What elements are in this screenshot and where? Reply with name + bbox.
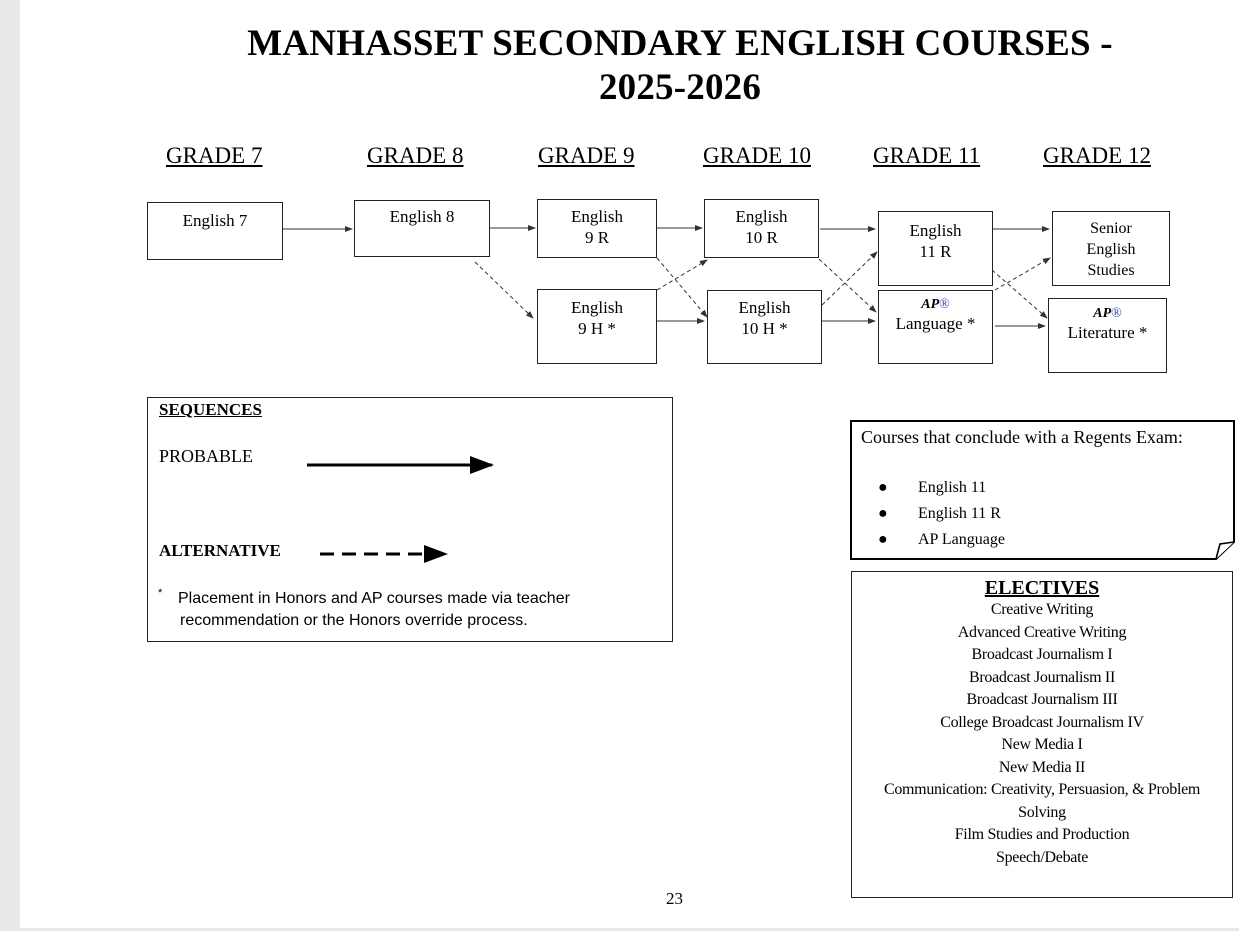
regents-heading: Courses that conclude with a Regents Exa… <box>861 427 1183 447</box>
course-english-9r-line1: English <box>571 207 623 226</box>
grade-12-header: GRADE 12 <box>1043 143 1151 168</box>
regents-item: ●English 11 <box>878 475 1005 501</box>
elective-item: Communication: Creativity, Persuasion, &… <box>883 781 1201 798</box>
elective-item: Film Studies and Production <box>954 826 1130 843</box>
title-line-2: 2025-2026 <box>598 67 762 108</box>
course-english-11r: English 11 R <box>878 211 993 286</box>
bullet-icon: ● <box>878 505 888 522</box>
elective-item: Advanced Creative Writing <box>957 623 1127 641</box>
alternative-label: ALTERNATIVE <box>159 541 281 560</box>
course-english-10h-line1: English <box>738 298 791 317</box>
elective-item: New Media I <box>1001 736 1083 753</box>
grade-8-header: GRADE 8 <box>367 143 464 168</box>
placement-note: Placement in Honors and AP courses made … <box>178 588 570 632</box>
course-senior-english-studies: Senior English Studies <box>1052 211 1170 286</box>
electives-box: ELECTIVES Creative Writing Advanced Crea… <box>851 571 1233 898</box>
electives-list: Creative Writing Advanced Creative Writi… <box>852 599 1232 869</box>
note-asterisk: * <box>158 587 163 599</box>
grade-9-header: GRADE 9 <box>538 143 635 168</box>
grade-7-header: GRADE 7 <box>166 143 263 168</box>
course-english-9h-line1: English <box>571 298 623 317</box>
grade-11-header: GRADE 11 <box>873 143 981 168</box>
elective-item: Creative Writing <box>990 601 1094 618</box>
probable-label: PROBABLE <box>159 446 254 466</box>
course-english-9r-line2: 9 R <box>584 228 610 247</box>
bullet-icon: ● <box>878 479 888 496</box>
elective-item: Solving <box>1018 803 1066 821</box>
elective-item: Speech/Debate <box>995 848 1089 866</box>
course-english-8-label: English 8 <box>389 207 455 226</box>
regents-item: ●English 11 R <box>878 501 1005 527</box>
page-number: 23 <box>666 889 683 908</box>
placement-note-line1: Placement in Honors and AP courses made … <box>178 590 570 607</box>
sequences-heading: SEQUENCES <box>159 400 262 419</box>
bullet-icon: ● <box>878 531 888 548</box>
course-english-7-label: English 7 <box>182 211 248 230</box>
course-ap-language: AP® Language * <box>878 290 993 364</box>
regents-exam-box: Courses that conclude with a Regents Exa… <box>850 420 1235 560</box>
course-english-9h: English 9 H * <box>537 289 657 364</box>
page-title: MANHASSET SECONDARY ENGLISH COURSES - 20… <box>130 22 1230 110</box>
course-english-11r-line2: 11 R <box>919 242 952 261</box>
elective-item: New Media II <box>998 758 1086 776</box>
ap-language-prefix: AP® <box>921 297 950 312</box>
course-english-7: English 7 <box>147 202 283 260</box>
course-english-9r: English 9 R <box>537 199 657 258</box>
sequences-legend: SEQUENCES PROBABLE ALTERNATIVE * Placeme… <box>147 397 673 642</box>
regents-list: ●English 11 ●English 11 R ●AP Language <box>878 475 1005 553</box>
course-english-8: English 8 <box>354 200 490 257</box>
course-english-10r: English 10 R <box>704 199 819 258</box>
course-english-9h-line2: 9 H * <box>578 319 616 338</box>
course-english-10r-line2: 10 R <box>745 228 778 247</box>
ap-literature-prefix: AP® <box>1093 306 1122 321</box>
grade-10-header: GRADE 10 <box>703 143 811 168</box>
regents-box-outline <box>850 420 1235 560</box>
title-line-1: MANHASSET SECONDARY ENGLISH COURSES - <box>247 23 1113 64</box>
course-english-11r-line1: English <box>909 221 962 240</box>
senior-line2: English <box>1086 241 1136 258</box>
electives-heading: ELECTIVES <box>984 577 1100 599</box>
elective-item: Broadcast Journalism II <box>969 668 1115 686</box>
ap-language-label: Language * <box>895 314 976 333</box>
placement-note-line2: recommendation or the Honors override pr… <box>180 612 528 629</box>
elective-item: College Broadcast Journalism IV <box>940 713 1144 731</box>
elective-item: Broadcast Journalism III <box>966 691 1118 708</box>
course-ap-literature: AP® Literature * <box>1048 298 1167 373</box>
course-english-10h-line2: 10 H * <box>741 319 788 338</box>
elective-item: Broadcast Journalism I <box>971 646 1113 663</box>
course-english-10h: English 10 H * <box>707 290 822 364</box>
senior-line1: Senior <box>1090 220 1132 237</box>
senior-line3: Studies <box>1087 262 1135 279</box>
ap-literature-label: Literature * <box>1067 323 1148 342</box>
regents-item: ●AP Language <box>878 527 1005 553</box>
course-english-10r-line1: English <box>735 207 788 226</box>
